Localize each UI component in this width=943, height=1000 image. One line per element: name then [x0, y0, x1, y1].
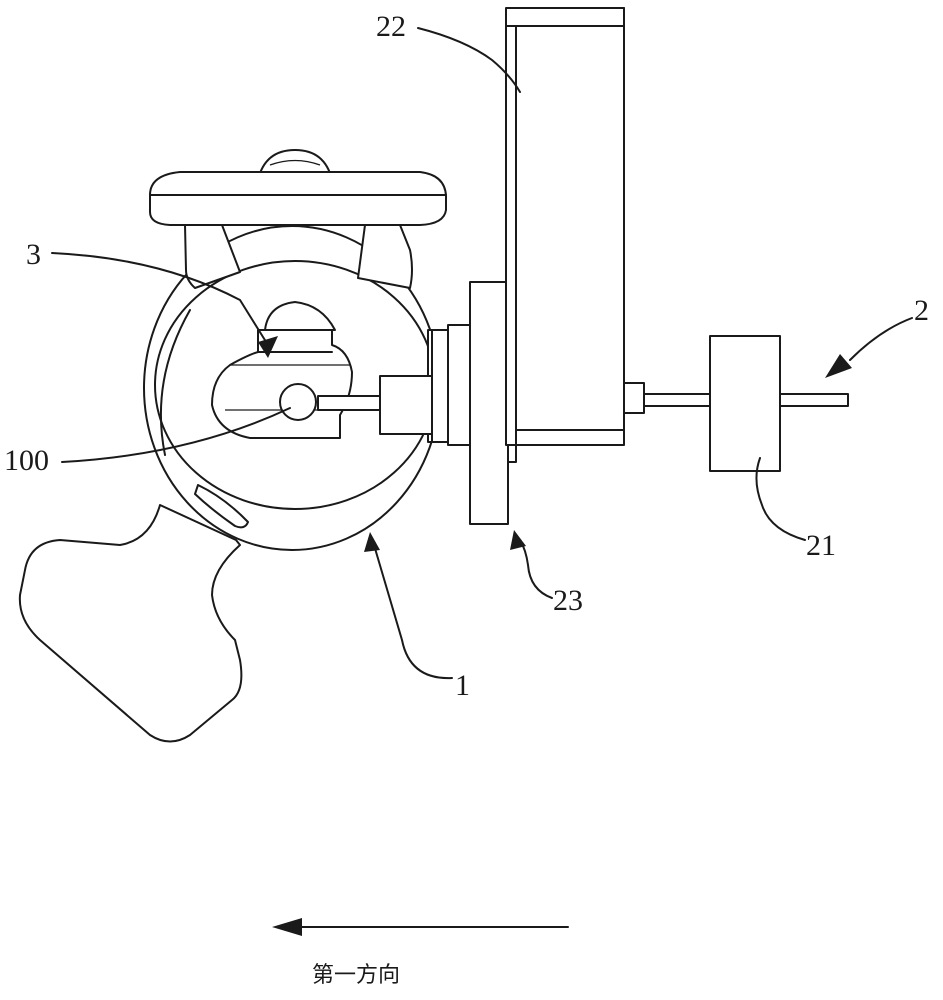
ball — [279, 383, 317, 421]
direction-caption: 第一方向 — [312, 963, 400, 988]
shaft-assembly — [623, 335, 849, 472]
label-3: 3 — [26, 238, 41, 271]
label-1: 1 — [455, 669, 470, 702]
label-2: 2 — [914, 294, 929, 327]
direction-arrow — [272, 918, 569, 936]
label-100: 100 — [4, 444, 49, 477]
tall-tube — [505, 7, 625, 446]
handle — [18, 504, 243, 743]
label-23: 23 — [553, 584, 583, 617]
leader-lines — [51, 27, 913, 680]
label-22: 22 — [376, 10, 406, 43]
cap-plate — [149, 171, 447, 289]
inner-support — [211, 301, 353, 439]
label-21: 21 — [806, 529, 836, 562]
